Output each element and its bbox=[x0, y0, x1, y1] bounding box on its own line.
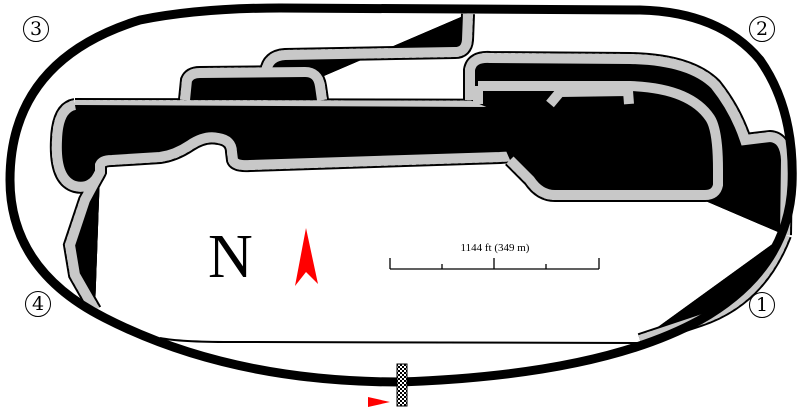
pit-road bbox=[159, 337, 641, 344]
oval-track bbox=[5, 3, 797, 387]
checkered-flag-icon bbox=[396, 363, 408, 407]
turn-marker-circle bbox=[749, 292, 775, 318]
scale-bar bbox=[389, 258, 600, 270]
turn-marker-circle bbox=[25, 291, 51, 317]
race-direction-arrow-icon bbox=[368, 397, 390, 407]
turn-1-label: 1 bbox=[748, 290, 778, 320]
turn-marker-circle bbox=[23, 16, 49, 42]
turn-2-label: 2 bbox=[748, 14, 778, 44]
north-arrow-icon bbox=[295, 228, 318, 286]
turn-marker-circle bbox=[749, 16, 775, 42]
turn-3-label: 3 bbox=[22, 14, 52, 44]
turn-4-label: 4 bbox=[24, 289, 54, 319]
compass-north-letter: N bbox=[208, 223, 253, 291]
scale-bar-label: 1144 ft (349 m) bbox=[460, 242, 530, 254]
